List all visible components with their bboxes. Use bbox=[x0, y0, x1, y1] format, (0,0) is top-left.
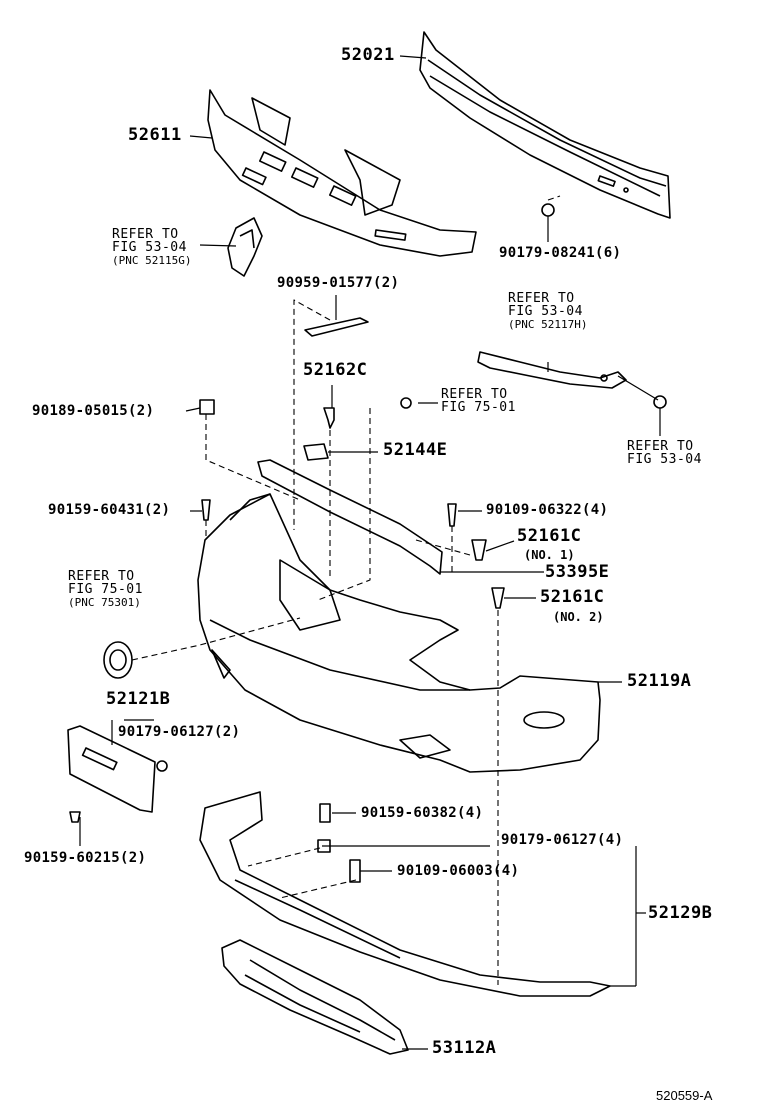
ref-line: FIG 75-01 bbox=[68, 582, 143, 597]
ref-line: REFER TO bbox=[627, 439, 694, 454]
ref-fig-53-04: REFER TO FIG 53-04 bbox=[627, 440, 702, 466]
part-90959-01577-label: 90959-01577(2) bbox=[277, 275, 400, 291]
part-52119A-label: 52119A bbox=[627, 671, 692, 691]
nut-90179-08241 bbox=[541, 203, 555, 217]
part-53395E-label: 53395E bbox=[545, 562, 610, 582]
ref-line: REFER TO bbox=[68, 569, 135, 584]
license-plate-bracket bbox=[67, 725, 168, 823]
part-52162C-label: 52162C bbox=[303, 360, 368, 380]
energy-absorber bbox=[207, 89, 477, 257]
ref-line: (PNC 52115G) bbox=[112, 254, 192, 267]
part-90159-60215-label: 90159-60215(2) bbox=[24, 850, 147, 866]
part-90179-08241-label: 90179-08241(6) bbox=[499, 245, 622, 261]
leader-lines bbox=[79, 55, 661, 1050]
right-side-bracket bbox=[477, 351, 627, 389]
part-52161C-no2-label: 52161C bbox=[540, 587, 605, 607]
screw-90159-60431 bbox=[201, 499, 211, 521]
ref-line: FIG 53-04 bbox=[508, 304, 583, 319]
ref-line: (PNC 52117H) bbox=[508, 318, 588, 331]
clip-52161C-no1 bbox=[471, 539, 487, 561]
part-52161C-no2-note: (NO. 2) bbox=[553, 610, 604, 624]
ref-52115G: REFER TO FIG 53-04 (PNC 52115G) bbox=[112, 228, 191, 267]
clip-90189-05015 bbox=[199, 399, 215, 415]
bolt-90109-06322 bbox=[447, 503, 457, 527]
clip-90959-01577 bbox=[304, 317, 369, 337]
lower-spoiler bbox=[199, 791, 611, 997]
ref-line: (PNC 75301) bbox=[68, 596, 141, 609]
left-side-bracket bbox=[227, 217, 263, 277]
part-90109-06322-label: 90109-06322(4) bbox=[486, 502, 609, 518]
ref-75301: REFER TO FIG 75-01 (PNC 75301) bbox=[68, 570, 143, 609]
clip-52162C bbox=[323, 407, 335, 429]
ref-line: REFER TO bbox=[112, 227, 179, 242]
part-52021-label: 52021 bbox=[341, 45, 395, 65]
ref-fig-75-01: REFER TO FIG 75-01 bbox=[441, 388, 516, 414]
nut-ref-53-04 bbox=[653, 395, 667, 409]
part-90189-05015-label: 90189-05015(2) bbox=[32, 403, 155, 419]
part-90109-06003-label: 90109-06003(4) bbox=[397, 863, 520, 879]
bumper-cover bbox=[197, 493, 601, 773]
dashed-lines bbox=[131, 195, 561, 985]
part-52121B-label: 52121B bbox=[106, 689, 171, 709]
part-52161C-no1-label: 52161C bbox=[517, 526, 582, 546]
figure-code: 520559-A bbox=[656, 1088, 713, 1103]
part-90159-60382-label: 90159-60382(4) bbox=[361, 805, 484, 821]
part-53112A-label: 53112A bbox=[432, 1038, 497, 1058]
ref-line: REFER TO bbox=[441, 387, 508, 402]
part-52161C-no1-note: (NO. 1) bbox=[524, 548, 575, 562]
clip-52161C-no2 bbox=[491, 587, 505, 609]
part-90179-06127-2-label: 90179-06127(2) bbox=[118, 724, 241, 740]
ref-line: FIG 53-04 bbox=[112, 240, 187, 255]
bracket-52144E bbox=[303, 443, 329, 461]
clip-ref-75-01 bbox=[400, 397, 412, 409]
part-52611-label: 52611 bbox=[128, 125, 182, 145]
emblem bbox=[103, 641, 133, 679]
part-52144E-label: 52144E bbox=[383, 440, 448, 460]
ref-52117H: REFER TO FIG 53-04 (PNC 52117H) bbox=[508, 292, 587, 331]
lower-grille bbox=[221, 939, 409, 1055]
bumper-reinforcement bbox=[419, 31, 671, 219]
retainer-53395E bbox=[257, 459, 443, 575]
ref-line: FIG 53-04 bbox=[627, 452, 702, 467]
part-52129B-label: 52129B bbox=[648, 903, 713, 923]
ref-line: REFER TO bbox=[508, 291, 575, 306]
part-90159-60431-label: 90159-60431(2) bbox=[48, 502, 171, 518]
part-90179-06127-4-label: 90179-06127(4) bbox=[501, 832, 624, 848]
ref-line: FIG 75-01 bbox=[441, 400, 516, 415]
